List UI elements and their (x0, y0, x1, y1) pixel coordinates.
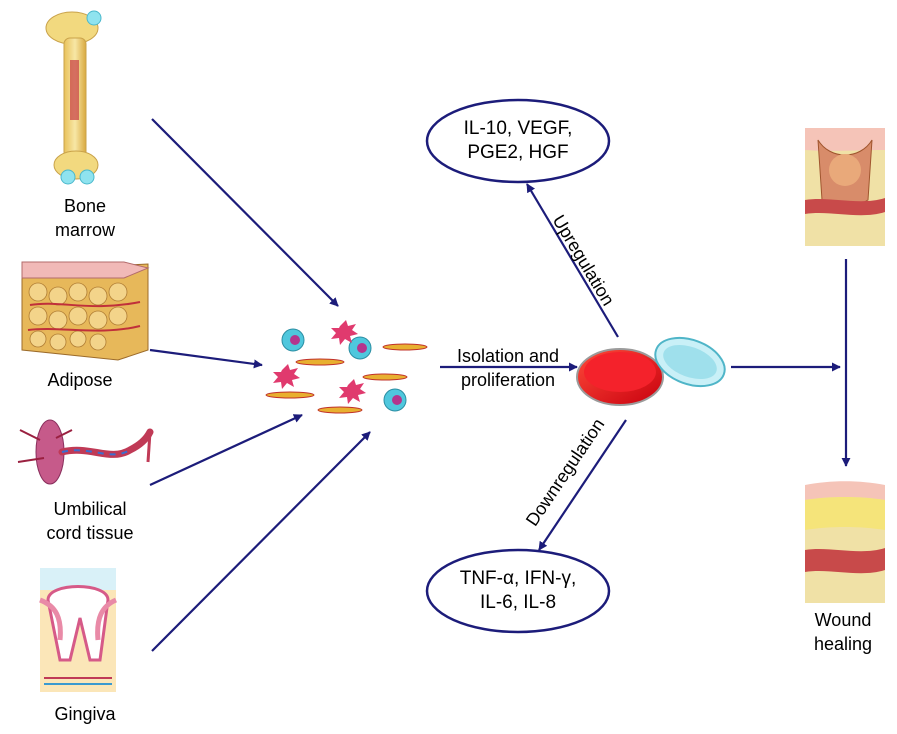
upregulated-factors-text: IL-10, VEGF, PGE2, HGF (463, 118, 573, 163)
label-isolation: Isolation and proliferation (456, 346, 560, 390)
arrow-upregulation (526, 183, 619, 338)
label-adipose: Adipose (47, 370, 113, 390)
arrow-umbilical-to-cells (149, 414, 303, 486)
spindle-cell (265, 343, 428, 414)
label-bone-marrow: Bone marrow (54, 196, 115, 240)
wound-before-illustration (805, 128, 885, 246)
wound-after-illustration (805, 481, 885, 603)
pink-cell (339, 379, 366, 404)
bone-illustration (45, 10, 102, 185)
label-gingiva: Gingiva (54, 704, 116, 724)
pink-cell (331, 320, 358, 345)
downregulated-factors-oval (425, 548, 611, 634)
petri-dish (576, 336, 726, 406)
gingiva-illustration (39, 568, 118, 692)
arrow-gingiva-to-cells (151, 431, 371, 652)
msc-cells-cluster (265, 320, 428, 414)
downregulated-factors-text: TNF-α, IFN-γ, IL-6, IL-8 (459, 568, 577, 613)
label-umbilical: Umbilical cord tissue (46, 499, 134, 543)
cyan-cell (348, 336, 372, 360)
pink-cell (273, 364, 300, 389)
cyan-cell (281, 328, 305, 352)
umbilical-cord-illustration (17, 419, 154, 485)
arrow-adipose-to-cells (149, 348, 263, 369)
arrows (149, 118, 851, 652)
cyan-cell (383, 388, 407, 412)
adipose-illustration (21, 261, 150, 361)
label-wound-healing: Wound healing (813, 610, 873, 654)
arrow-downregulation (538, 419, 627, 551)
upregulated-factors-oval (425, 98, 611, 184)
arrow-bone-to-cells (151, 118, 339, 307)
